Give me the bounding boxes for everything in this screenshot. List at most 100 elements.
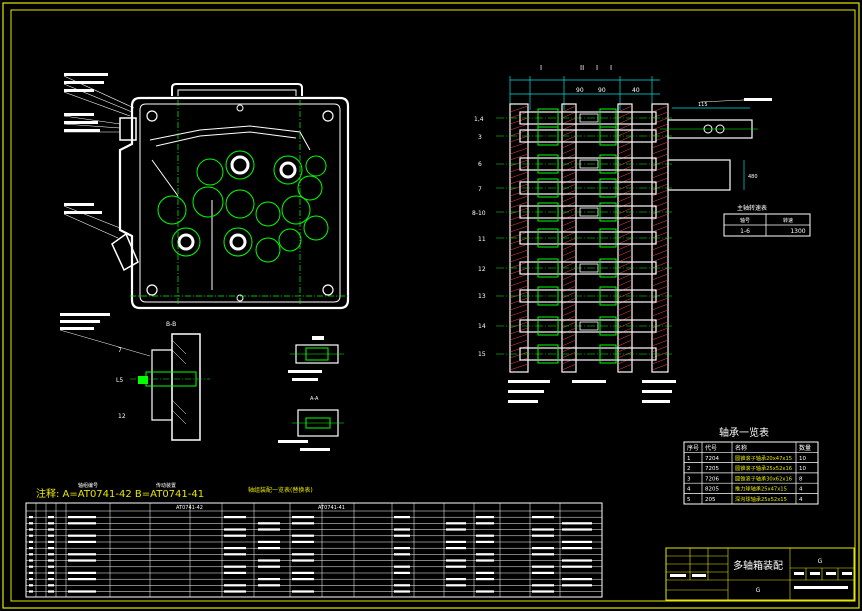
wall-hatch (509, 207, 529, 215)
parts-cell-text (68, 590, 96, 593)
parts-cell-text (29, 540, 33, 543)
parts-cell-text (224, 547, 246, 550)
wall-hatch (509, 297, 529, 305)
gear-hub (579, 159, 599, 169)
wall-hatch (561, 345, 577, 353)
dim-small-115: 115 (698, 102, 708, 108)
spindle-view: I II I I 90 90 40 1,4 3 6 7 (472, 64, 772, 403)
wall-hatch (561, 327, 577, 335)
wall-hatch (561, 117, 577, 125)
row-label-7: 12 (478, 266, 486, 273)
wall-hatch (651, 201, 669, 209)
wall-hatch (509, 201, 529, 209)
parts-cell-text (224, 590, 246, 593)
wall-hatch (617, 183, 633, 191)
wall-hatch (561, 189, 577, 197)
sheet-border-inner (10, 9, 856, 602)
wall-hatch (651, 159, 669, 167)
parts-cell-text (224, 553, 246, 556)
spindle-table-h2: 转速 (783, 217, 793, 224)
bearing-table-cell: 5 (687, 497, 691, 503)
parts-cell-text (48, 578, 54, 581)
wall-hatch (617, 231, 633, 239)
parts-cell-text (532, 516, 554, 519)
wall-hatch (617, 261, 633, 269)
parts-cell-text (394, 534, 410, 537)
wall-hatch (561, 213, 577, 221)
wall-hatch (651, 225, 669, 233)
parts-cell-text (476, 522, 494, 525)
bearing-table-cell: 4 (799, 497, 803, 503)
wall-hatch (651, 255, 669, 263)
wall-hatch (651, 303, 669, 311)
bearing-table-cell: 推力球轴承25x47x15 (735, 485, 787, 493)
parts-cell-text (394, 547, 410, 550)
parts-cell-text (292, 571, 314, 574)
wall-hatch (651, 147, 669, 155)
parts-cell-text (394, 528, 410, 531)
wall-hatch (651, 189, 669, 197)
row-label-3: 6 (478, 161, 482, 168)
dim-top-1: 90 (576, 87, 584, 94)
wall-hatch (651, 339, 669, 347)
wall-hatch (509, 279, 529, 287)
parts-cell-text (68, 559, 96, 562)
bearing-table-cell: 7206 (705, 476, 719, 482)
parts-cell-text (224, 534, 246, 537)
wall-hatch (651, 249, 669, 257)
parts-cell-text (48, 547, 54, 550)
spindle-row (496, 344, 672, 364)
wall-hatch (561, 303, 577, 311)
section-aa-view: A-A (278, 396, 344, 451)
parts-cell-text (532, 565, 554, 568)
parts-cell-text (446, 584, 466, 587)
wall-hatch (509, 363, 529, 371)
wall-hatch (509, 153, 529, 161)
parts-cell-text (224, 516, 246, 519)
wall-hatch (561, 207, 577, 215)
parts-cell-text (292, 590, 314, 593)
parts-cell-text (48, 516, 54, 519)
spindle-row (496, 316, 672, 336)
wall-hatch (561, 285, 577, 293)
parts-cell-text (562, 528, 592, 531)
wall-hatch (617, 339, 633, 347)
wall-hatch (651, 321, 669, 329)
wall-hatch (561, 165, 577, 173)
wall-hatch (651, 129, 669, 137)
wall-hatch (617, 165, 633, 173)
wall-hatch (651, 351, 669, 359)
wall-hatch (617, 279, 633, 287)
parts-cell-text (446, 559, 466, 562)
wall-hatch (509, 243, 529, 251)
wall-hatch (651, 213, 669, 221)
parts-cell-text (48, 559, 54, 562)
wall-hatch (651, 279, 669, 287)
wall-hatch (561, 159, 577, 167)
parts-cell-text (48, 522, 54, 525)
wall-hatch (617, 309, 633, 317)
detail-view-1 (288, 336, 344, 381)
wall-hatch (617, 189, 633, 197)
wall-hatch (617, 237, 633, 245)
wall-hatch (651, 261, 669, 269)
wall-hatch (561, 105, 577, 113)
gear-hub (579, 113, 599, 123)
parts-cell-text (258, 547, 280, 550)
parts-cell-text (224, 528, 246, 531)
bearing-table-cell: 圆锥滚子轴承20x47x15 (735, 454, 792, 462)
wall-hatch (561, 177, 577, 185)
row-label-1: 1,4 (474, 116, 484, 123)
wall-hatch (617, 249, 633, 257)
parts-cell-text (258, 565, 280, 568)
parts-cell-text (292, 578, 314, 581)
housing-front-view (63, 73, 350, 310)
parts-cell-text (476, 553, 494, 556)
wall-hatch (509, 117, 529, 125)
wall-hatch (509, 183, 529, 191)
section-aa-label: A-A (310, 396, 319, 402)
wall-hatch (617, 303, 633, 311)
wall-hatch (617, 321, 633, 329)
wall-hatch (561, 237, 577, 245)
gear-hub (579, 207, 599, 217)
